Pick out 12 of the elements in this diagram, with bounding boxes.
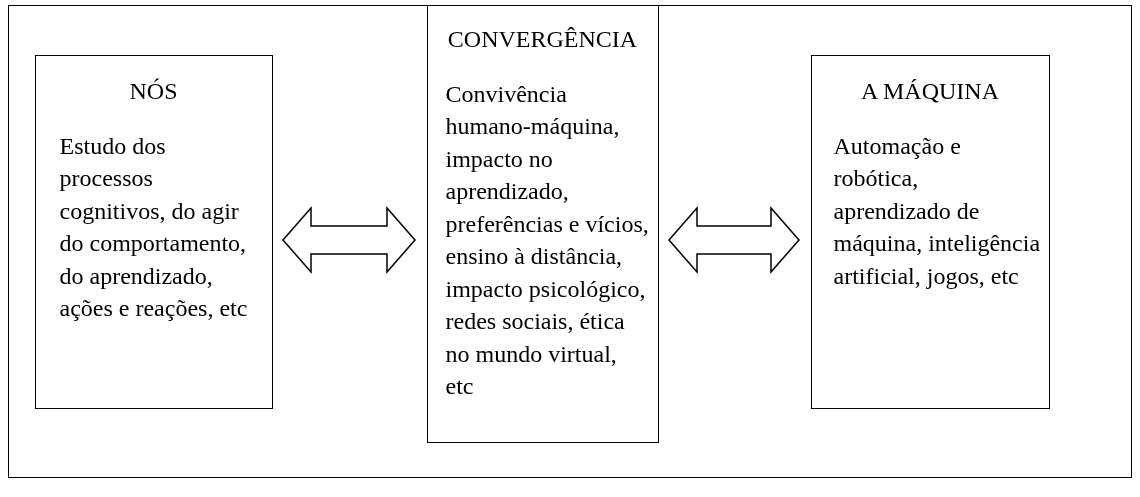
box-text: Automação e robótica, aprendizado de máquina, inteligência artificial, jogos, etc	[832, 131, 1042, 291]
double-arrow	[668, 206, 800, 274]
box-heading: A MÁQUINA	[860, 76, 1000, 106]
box-heading: NÓS	[128, 76, 179, 106]
frame-box	[8, 5, 1132, 478]
double-arrow	[282, 206, 416, 274]
content-box	[426, 4, 659, 443]
box-text: Convivência humano-máquina, impacto no aprendizado, preferências e vícios, ensino à distância, impacto psicológico, redes sociais, ética no mundo virtual, etc	[444, 79, 650, 401]
content-box	[34, 54, 273, 409]
content-box	[810, 54, 1050, 409]
box-heading: CONVERGÊNCIA	[446, 24, 639, 54]
box-text: Estudo dos processos cognitivos, do agir do comportamento, do aprendizado, ações e reações, etc	[58, 131, 249, 323]
